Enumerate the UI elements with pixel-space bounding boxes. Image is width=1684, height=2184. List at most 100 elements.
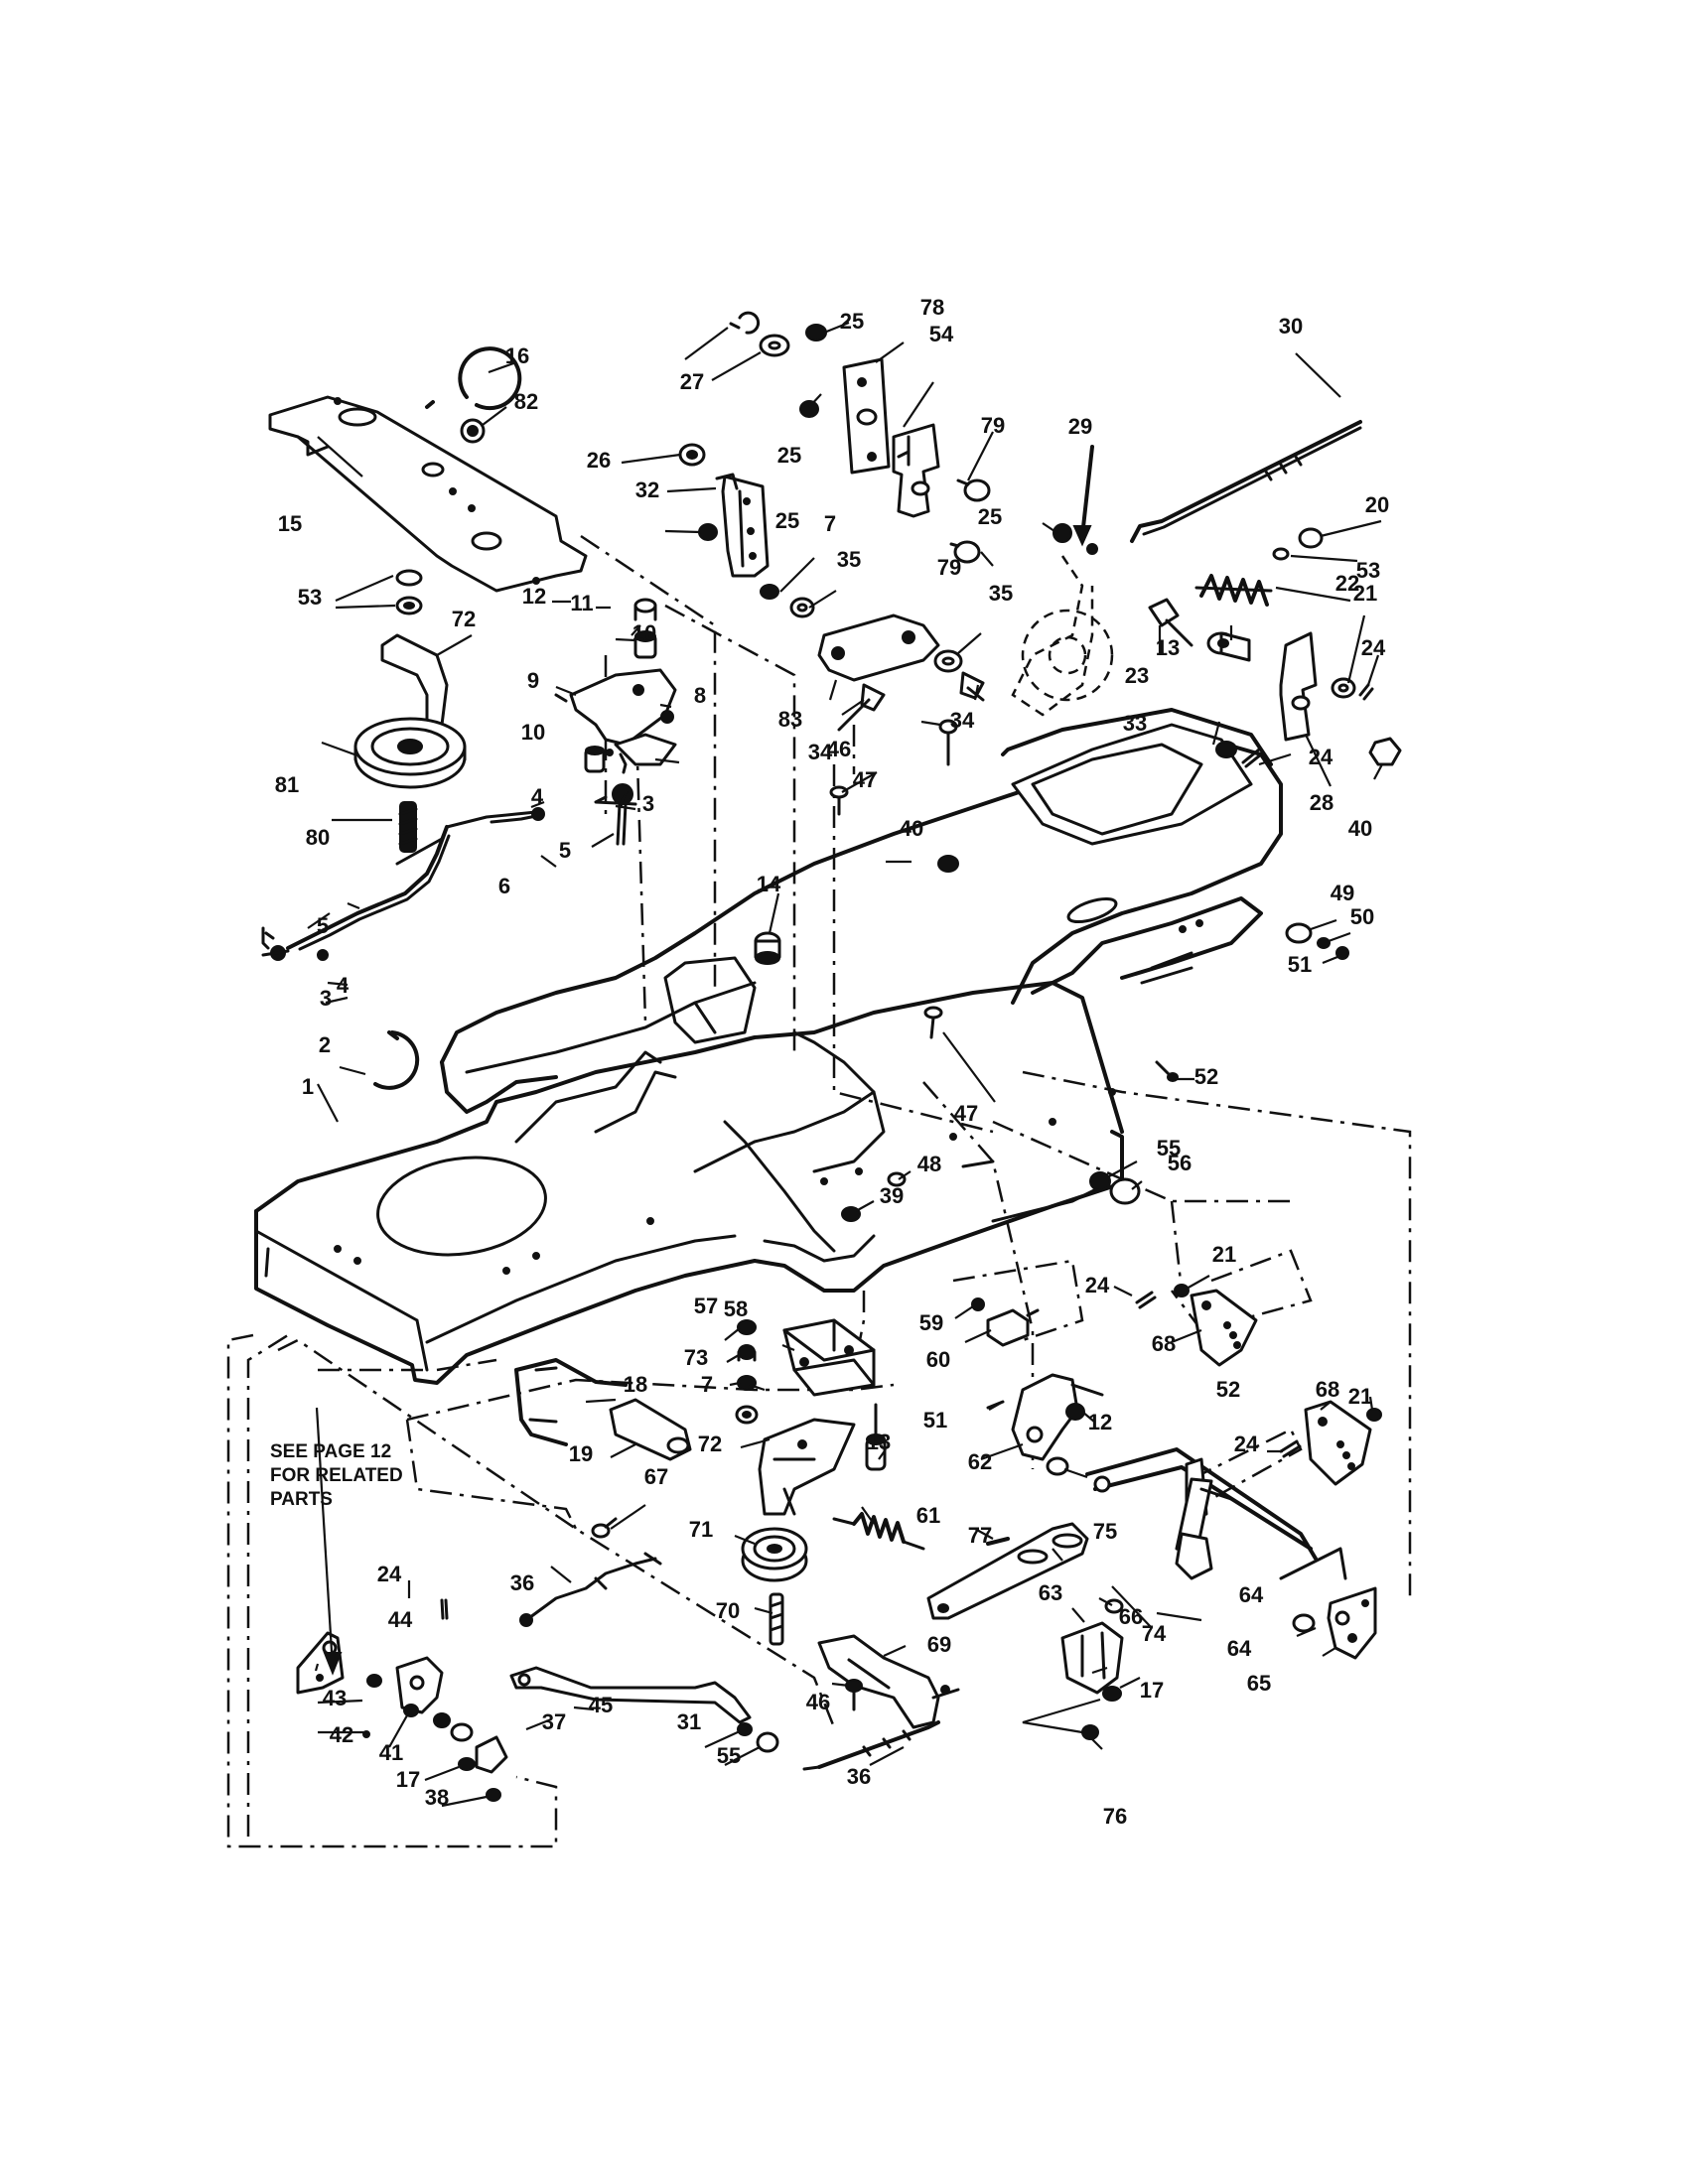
callout-83: 83: [778, 707, 802, 732]
callout-48: 48: [917, 1152, 941, 1176]
part-36-cable-a: [519, 1552, 662, 1627]
callout-57: 57: [694, 1294, 718, 1318]
callout-leader-lines: [307, 321, 1383, 1808]
callout-64: 64: [1227, 1636, 1252, 1661]
callout-67: 67: [644, 1464, 668, 1489]
callout-35: 35: [837, 547, 861, 572]
part-24-cotter-b: [1241, 748, 1263, 768]
part-7-washer: [760, 584, 779, 600]
callout-24: 24: [1309, 745, 1333, 769]
callout-25: 25: [978, 504, 1002, 529]
callout-45: 45: [589, 1693, 613, 1717]
callout-3: 3: [320, 986, 332, 1011]
part-33-washer: [1215, 741, 1237, 758]
part-61-spring: [832, 1512, 925, 1551]
part-32-bracket: [715, 473, 770, 578]
callout-55: 55: [717, 1743, 741, 1768]
part-58-bracket: [782, 1318, 876, 1397]
callout-14: 14: [757, 872, 781, 896]
callout-13: 13: [1156, 635, 1180, 660]
callout-56: 56: [1168, 1151, 1192, 1175]
part-55-nut-b: [756, 1731, 779, 1753]
part-7-washer-b: [737, 1375, 757, 1391]
cross-shaft-assembly: [1085, 1447, 1347, 1580]
callout-24: 24: [1085, 1273, 1110, 1297]
part-55-nut-a: [1089, 1171, 1111, 1191]
callout-18: 18: [624, 1372, 647, 1397]
part-82-nut: [460, 418, 486, 444]
callout-79: 79: [937, 555, 961, 580]
callout-40: 40: [900, 816, 923, 841]
part-69-bracket: [817, 1634, 960, 1729]
callout-7: 7: [701, 1372, 713, 1397]
part-13-bushing: [1206, 631, 1251, 662]
part-25-nut-a: [805, 324, 827, 341]
callout-36: 36: [847, 1764, 871, 1789]
callout-34: 34: [950, 708, 975, 733]
part-47-bolt-a: [829, 785, 849, 816]
part-43-pin: [366, 1674, 382, 1688]
callout-24: 24: [377, 1562, 402, 1586]
part-38-nut: [486, 1788, 501, 1802]
callout-12: 12: [1088, 1410, 1112, 1434]
callout-44: 44: [388, 1607, 413, 1632]
part-83-link: [817, 614, 940, 682]
note-line-1: SEE PAGE 12: [270, 1441, 391, 1462]
part-67-bolt: [591, 1517, 618, 1539]
main-frame: [254, 708, 1283, 1385]
part-41-washer: [403, 1704, 419, 1717]
part-72-upper-bracket: [380, 633, 449, 729]
part-24-cotter-c: [1135, 1291, 1157, 1309]
callout-40: 40: [1348, 816, 1372, 841]
callout-5: 5: [317, 913, 329, 938]
callout-61: 61: [916, 1503, 940, 1528]
callout-12: 12: [522, 584, 546, 609]
callout-80: 80: [306, 825, 330, 850]
callout-30: 30: [1279, 314, 1303, 339]
part-72-idler-bracket: [758, 1418, 856, 1516]
part-24-cotter-a: [1358, 683, 1374, 701]
callout-50: 50: [1350, 904, 1374, 929]
callout-11: 11: [570, 591, 593, 615]
part-29-pulley-ghost: [1021, 445, 1114, 702]
part-18-lever: [514, 1358, 628, 1446]
part-24-cotter-e: [440, 1598, 449, 1620]
callout-5: 5: [559, 838, 571, 863]
callout-47: 47: [853, 767, 877, 792]
callout-35: 35: [989, 581, 1013, 606]
callout-17: 17: [1140, 1678, 1164, 1703]
part-45-lever: [509, 1666, 752, 1724]
callout-19: 19: [569, 1441, 593, 1466]
part-25-nut-c: [698, 523, 718, 541]
callout-21: 21: [1348, 1384, 1372, 1409]
callout-77: 77: [968, 1523, 992, 1548]
part-80-bolt: [398, 801, 418, 853]
callout-8: 8: [694, 683, 706, 708]
part-13-bushing-b: [865, 1403, 887, 1471]
part-47-bolt-b: [923, 1006, 943, 1039]
callout-51: 51: [923, 1408, 947, 1433]
part-31-washer: [737, 1722, 753, 1736]
callout-7: 7: [617, 786, 629, 811]
part-46-bolt: [938, 719, 958, 766]
callout-64: 64: [1239, 1582, 1264, 1607]
part-22-spring: [1194, 574, 1273, 607]
callout-24: 24: [1361, 635, 1386, 660]
callout-54: 54: [929, 322, 954, 346]
part-26-bushing: [678, 443, 706, 467]
callout-51: 51: [1288, 952, 1312, 977]
callout-41: 41: [379, 1740, 403, 1765]
part-40-nut-a: [937, 855, 959, 873]
part-34-bolt-a: [837, 683, 886, 732]
part-54-bracket: [892, 423, 940, 518]
part-70-bolt: [769, 1592, 784, 1646]
callout-62: 62: [968, 1449, 992, 1474]
callout-21: 21: [1353, 581, 1377, 606]
callout-37: 37: [542, 1709, 566, 1734]
callout-4: 4: [337, 973, 350, 998]
part-39-nut: [841, 1206, 861, 1222]
part-76-nut: [1081, 1724, 1099, 1740]
part-2-snap-ring: [373, 1030, 420, 1090]
part-24-cotter-d: [1279, 1439, 1302, 1458]
part-21-washer-a: [1331, 677, 1356, 699]
